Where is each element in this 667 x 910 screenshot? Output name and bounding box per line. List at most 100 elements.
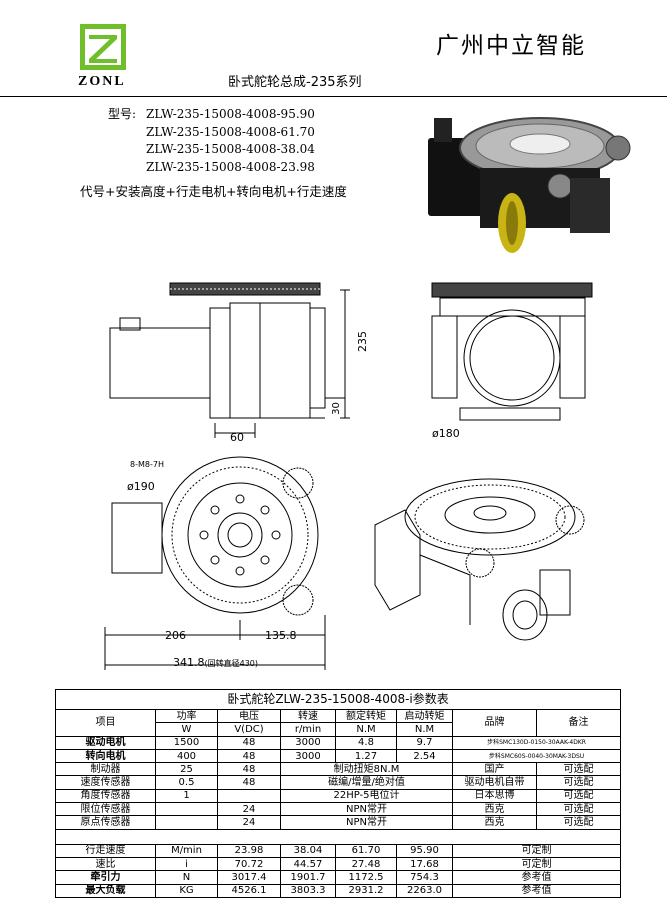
header-power: 功率 (155, 708, 218, 724)
cell: 70.72 (217, 856, 281, 872)
header-unit: N.M (396, 722, 453, 737)
header-note: 备注 (535, 709, 622, 737)
cell: 可选配 (535, 762, 622, 777)
table-row: 牵引力 N 3017.4 1901.7 1172.5 754.3 参考值 (55, 870, 622, 885)
series-title: 卧式舵轮总成-235系列 (228, 75, 362, 90)
header-speed: 转速 (280, 708, 336, 724)
model-list: 型号: ZLW-235-15008-4008-95.90 ZLW-235-1500… (108, 106, 315, 176)
cell: 44.57 (280, 856, 336, 872)
company-name: 广州中立智能 (436, 33, 586, 59)
cell: 754.3 (396, 870, 453, 885)
row-name: 原点传感器 (55, 815, 156, 830)
dim-341-8: 341.8(回转直径430) (173, 656, 259, 669)
dim-height: 235 (356, 331, 369, 352)
dim-135-8: 135.8 (265, 629, 297, 642)
row-name: 转向电机 (55, 748, 156, 764)
row-name: 制动器 (55, 762, 156, 777)
header-voltage: 电压 (217, 708, 281, 724)
spec-table: 卧式舵轮ZLW-235-15008-4008-i参数表 项目 功率 电压 转速 … (54, 689, 622, 898)
cell: i (155, 856, 218, 872)
table-row: 速度传感器 0.5 48 磁编/增量/绝对值 驱动电机自带 可选配 (55, 775, 622, 790)
table-row: 原点传感器 24 NPN常开 西克 可选配 (55, 815, 622, 830)
cell: 可定制 (451, 856, 622, 872)
cell: NPN常开 (280, 815, 453, 830)
cell: 参考值 (451, 883, 622, 898)
model-item: ZLW-235-15008-4008-38.04 (146, 142, 315, 156)
cell: 驱动电机自带 (452, 775, 537, 790)
dim-206: 206 (165, 629, 186, 642)
dim-bottom: 30 (330, 402, 342, 415)
cell: 24 (217, 802, 281, 817)
header-divider (0, 96, 667, 97)
cell (155, 802, 218, 817)
isometric-drawing (374, 478, 585, 641)
product-photo-icon (428, 117, 631, 253)
logo-text: ZONL (78, 74, 126, 89)
row-name: 速度传感器 (55, 775, 156, 790)
top-view-drawing (104, 456, 326, 670)
code-description: 代号+安装高度+行走电机+转向电机+行走速度 (80, 184, 347, 199)
cell: 可选配 (535, 802, 622, 817)
cell: 2931.2 (335, 883, 397, 898)
front-view-drawing (431, 282, 593, 421)
row-name: 速比 (55, 856, 156, 872)
model-item: ZLW-235-15008-4008-61.70 (146, 124, 315, 139)
cell: 48 (217, 735, 281, 750)
cell: 1 (155, 788, 218, 804)
cell: 24 (217, 815, 281, 830)
cell: N (155, 870, 218, 885)
cell: 可定制 (451, 843, 622, 858)
cell: 25 (155, 762, 218, 777)
header-unit: N.M (335, 722, 397, 737)
row-name: 牵引力 (55, 870, 156, 885)
table-row: 制动器 25 48 制动扭矩8N.M 国产 可选配 (55, 762, 622, 777)
cell: 磁编/增量/绝对值 (280, 775, 453, 790)
header-brand: 品牌 (452, 709, 537, 737)
cell: 2.54 (396, 748, 453, 764)
table-row: 最大负载 KG 4526.1 3803.3 2931.2 2263.0 参考值 (55, 883, 622, 898)
cell: 3803.3 (280, 883, 336, 898)
cell: 1.27 (335, 748, 397, 764)
dim-dia180: ø180 (432, 427, 460, 440)
cell (217, 788, 281, 804)
cell: KG (155, 883, 218, 898)
cell: 48 (217, 775, 281, 790)
header-unit: W (155, 722, 218, 737)
cell: 参考值 (451, 870, 622, 885)
logo-z-mark-icon (89, 35, 117, 63)
row-name: 驱动电机 (55, 735, 156, 750)
table-gap (54, 828, 622, 845)
header-item: 项目 (55, 709, 156, 737)
cell: 0.5 (155, 775, 218, 790)
table-row: 转向电机 400 48 3000 1.27 2.54 步科SMC60S-0040… (55, 748, 622, 764)
cell: NPN常开 (280, 802, 453, 817)
cell: 17.68 (396, 856, 453, 872)
cell: 48 (217, 762, 281, 777)
cell: 48 (217, 748, 281, 764)
cell: 38.04 (280, 843, 336, 858)
side-view-drawing (109, 282, 350, 438)
cell: 日本思博 (452, 788, 537, 804)
table-row: 驱动电机 1500 48 3000 4.8 9.7 步科SMC130D-0150… (55, 735, 622, 750)
header-unit: V(DC) (217, 722, 281, 737)
cell: 1901.7 (280, 870, 336, 885)
cell: 3017.4 (217, 870, 281, 885)
table-row: 行走速度 M/min 23.98 38.04 61.70 95.90 可定制 (55, 843, 622, 858)
model-item: ZLW-235-15008-4008-95.90 (146, 107, 315, 121)
cell: 步科SMC60S-0040-30MAK-3DSU (451, 748, 622, 764)
model-item: ZLW-235-15008-4008-23.98 (146, 159, 315, 174)
row-name: 角度传感器 (55, 788, 156, 804)
cell: 3000 (280, 748, 336, 764)
zonl-logo-icon (80, 24, 126, 70)
cell: 可选配 (535, 788, 622, 804)
cell: 制动扭矩8N.M (280, 762, 453, 777)
cell: 61.70 (335, 843, 397, 858)
model-label: 型号: (108, 107, 137, 121)
dim-offset: 60 (230, 431, 244, 444)
cell: 23.98 (217, 843, 281, 858)
header-unit: r/min (280, 722, 336, 737)
cell: 国产 (452, 762, 537, 777)
row-name: 限位传感器 (55, 802, 156, 817)
cell: 27.48 (335, 856, 397, 872)
cell: 95.90 (396, 843, 453, 858)
